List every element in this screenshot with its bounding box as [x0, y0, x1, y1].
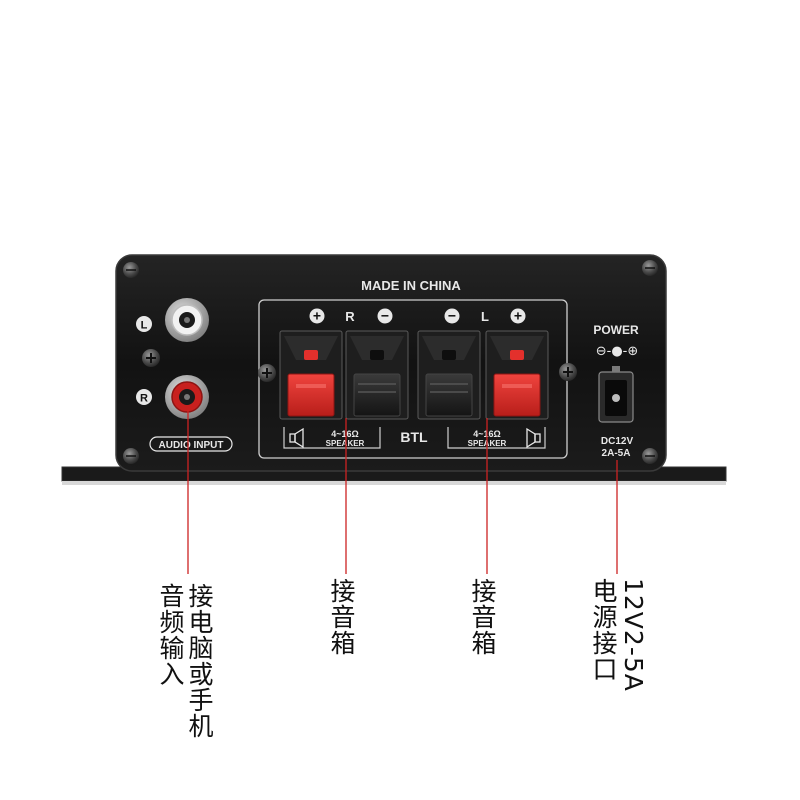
power-label: POWER	[593, 323, 639, 337]
terminal-screw-right	[559, 363, 577, 381]
terminal-screw-left	[258, 364, 276, 382]
power-polarity-symbol: ⊖-●-⊕	[596, 344, 639, 359]
annotation-speaker-left: 接音箱	[468, 578, 497, 656]
corner-screw-top-left	[123, 262, 139, 278]
svg-text:AUDIO INPUT: AUDIO INPUT	[159, 440, 224, 451]
dc-rating-line1: DC12V	[601, 436, 634, 447]
input-left-badge: L	[136, 316, 152, 332]
annotation-audio-input: 音频输入	[156, 583, 185, 687]
speaker-label-right: SPEAKER	[326, 439, 365, 448]
input-right-badge: R	[136, 389, 152, 405]
dc-rating-line2: 2A-5A	[602, 448, 631, 459]
corner-screw-top-right	[642, 260, 658, 276]
flange-shadow	[62, 481, 726, 485]
speaker-terminal-left-minus-black[interactable]	[417, 330, 481, 420]
svg-text:+: +	[313, 308, 321, 324]
svg-text:L: L	[141, 320, 148, 332]
corner-screw-bottom-left	[123, 448, 139, 464]
center-cross-screw	[142, 349, 160, 367]
rca-jack-right-red[interactable]	[165, 375, 209, 419]
svg-text:R: R	[345, 309, 355, 324]
annotation-power-rating: 12V2-5A	[619, 578, 648, 692]
speaker-impedance-right: 4~16Ω	[331, 429, 359, 439]
speaker-terminal-right-plus-red[interactable]	[279, 330, 343, 420]
svg-text:−: −	[448, 308, 456, 324]
speaker-icon-right	[289, 427, 304, 449]
terminal-polarity-row: + R − − L +	[309, 308, 526, 324]
svg-text:L: L	[481, 309, 489, 324]
speaker-bracket-right	[283, 427, 381, 449]
made-in-china-text: MADE IN CHINA	[361, 278, 461, 293]
corner-screw-bottom-right	[642, 448, 658, 464]
speaker-terminal-right-minus-black[interactable]	[345, 330, 409, 420]
annotation-speaker-right: 接音箱	[327, 578, 356, 656]
annotation-power-interface: 电源接口	[589, 578, 618, 682]
annotation-connect-phone-computer: 接电脑或手机	[185, 583, 214, 739]
svg-text:+: +	[514, 308, 522, 324]
speaker-terminal-left-plus-red[interactable]	[485, 330, 549, 420]
speaker-bracket-left	[447, 427, 546, 449]
audio-input-label: AUDIO INPUT	[149, 436, 233, 452]
speaker-icon-left	[526, 427, 541, 449]
btl-label: BTL	[400, 429, 428, 445]
svg-text:−: −	[381, 308, 389, 324]
dc-power-jack[interactable]	[598, 366, 634, 423]
svg-text:R: R	[140, 393, 148, 405]
rca-jack-left-white[interactable]	[165, 298, 209, 342]
